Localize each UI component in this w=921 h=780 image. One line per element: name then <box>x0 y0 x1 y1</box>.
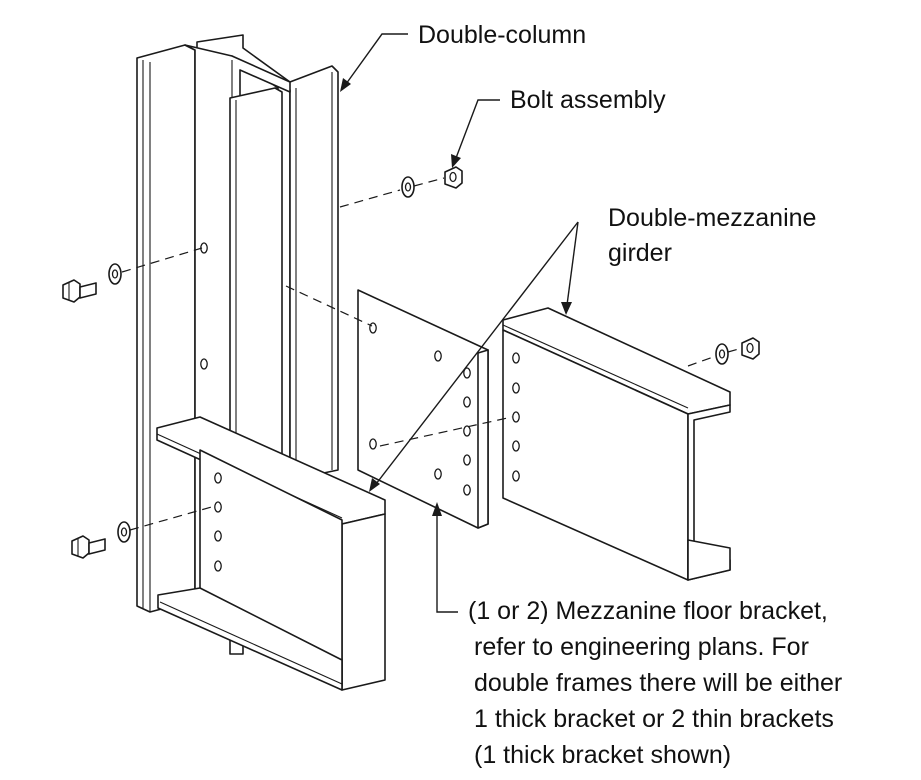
bolt-upper-left <box>62 263 122 303</box>
label-girder-line1: Double-mezzanine <box>608 204 816 232</box>
label-bracket-line4: 1 thick bracket or 2 thin brackets <box>474 705 834 733</box>
label-bolt-assembly: Bolt assembly <box>510 86 666 114</box>
label-bracket-line2: refer to engineering plans. For <box>474 633 809 661</box>
leader-girder <box>369 221 579 492</box>
label-bracket-line1: (1 or 2) Mezzanine floor bracket, <box>468 597 828 625</box>
assembly-centerlines <box>121 177 743 531</box>
left-girder <box>156 416 386 691</box>
mezzanine-floor-bracket <box>357 289 489 529</box>
leader-bolt-assembly <box>451 99 500 168</box>
leader-bracket <box>432 502 458 613</box>
label-bracket-line3: double frames there will be either <box>474 669 842 697</box>
label-girder-line2: girder <box>608 239 672 267</box>
leader-double-column <box>340 33 408 92</box>
washer-nut-upper <box>401 166 463 198</box>
label-double-column: Double-column <box>418 21 586 49</box>
right-girder <box>502 307 731 581</box>
washer-nut-right <box>715 337 760 365</box>
bolt-lower-left <box>71 521 131 559</box>
label-bracket-line5: (1 thick bracket shown) <box>474 741 731 769</box>
